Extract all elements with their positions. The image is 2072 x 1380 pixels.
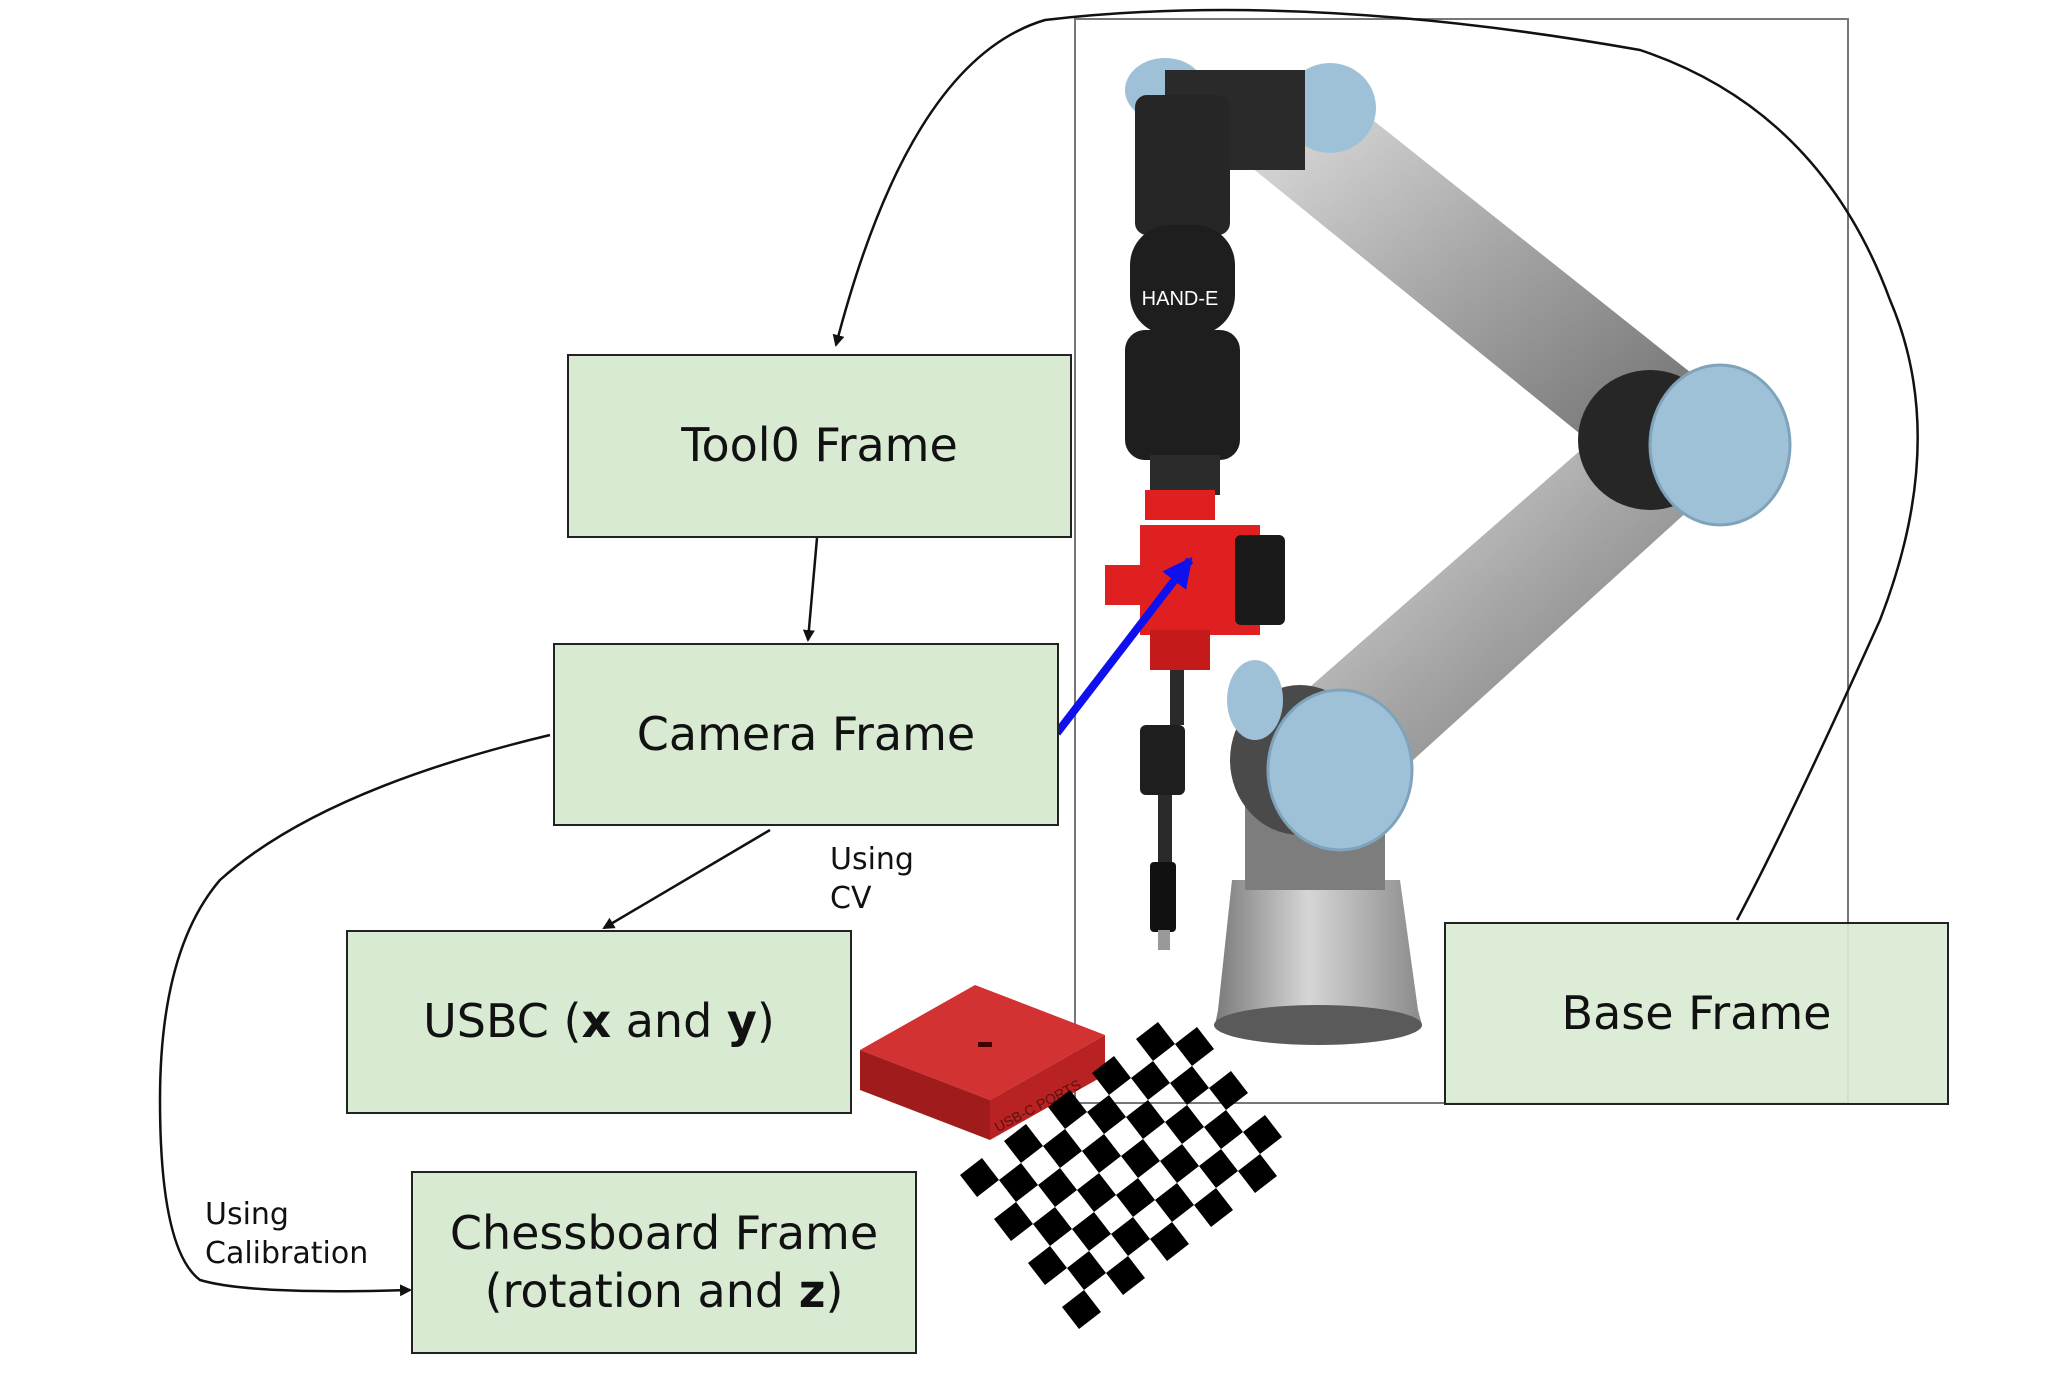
- chessboard-z: z: [798, 1263, 826, 1318]
- gripper: HAND-E: [1125, 95, 1240, 495]
- chessboard-square: [1004, 1124, 1043, 1163]
- chessboard: [960, 1022, 1282, 1329]
- chessboard-square: [1033, 1207, 1072, 1246]
- chessboard-square: [1150, 1222, 1189, 1261]
- using-calibration-line2: Calibration: [205, 1236, 369, 1271]
- chessboard-square: [1131, 1061, 1170, 1100]
- chessboard-frame-box: Chessboard Frame (rotation and z): [411, 1171, 917, 1354]
- using-cv-line2: CV: [830, 881, 872, 916]
- usbc-suffix: ): [756, 994, 775, 1049]
- chessboard-square: [1067, 1251, 1106, 1290]
- using-cv-label: Using CV: [830, 840, 914, 918]
- chessboard-square: [1116, 1178, 1155, 1217]
- chessboard-square: [1209, 1071, 1248, 1110]
- arrow-base-to-tool0: [832, 8, 1919, 921]
- chessboard-frame-label: Chessboard Frame (rotation and z): [450, 1205, 878, 1320]
- chessboard-square: [999, 1163, 1038, 1202]
- chessboard-square: [1121, 1139, 1160, 1178]
- chessboard-square: [1126, 1100, 1165, 1139]
- camera-mount: [1105, 490, 1285, 670]
- chessboard-square: [1170, 1066, 1209, 1105]
- base-frame-label: Base Frame: [1561, 985, 1832, 1040]
- chessboard-square: [1165, 1105, 1204, 1144]
- chessboard-square: [1199, 1149, 1238, 1188]
- usbc-box: USBC (x and y): [346, 930, 852, 1114]
- chessboard-square: [1136, 1022, 1175, 1061]
- chessboard-square: [1028, 1246, 1067, 1285]
- chessboard-square: [1077, 1173, 1116, 1212]
- chessboard-square: [1082, 1134, 1121, 1173]
- chessboard-square: [1238, 1154, 1277, 1193]
- chessboard-line1: Chessboard Frame: [449, 1206, 879, 1260]
- usbc-x: x: [581, 994, 612, 1049]
- connectors: [158, 8, 1919, 1297]
- using-calibration-label: Using Calibration: [205, 1195, 368, 1273]
- chessboard-square: [960, 1158, 999, 1197]
- chessboard-square: [1175, 1027, 1214, 1066]
- arrow-camera-to-usbc: [602, 828, 771, 930]
- gripper-brand-text: HAND-E: [1142, 288, 1219, 310]
- chessboard-square: [1038, 1168, 1077, 1207]
- chessboard-square: [1194, 1188, 1233, 1227]
- tool0-frame-label: Tool0 Frame: [681, 418, 958, 473]
- tool0-frame-box: Tool0 Frame: [567, 354, 1072, 538]
- chessboard-square: [1243, 1115, 1282, 1154]
- usbc-y: y: [726, 994, 757, 1049]
- arrow-camera-to-chessboard: [158, 733, 551, 1297]
- chessboard-square: [1062, 1290, 1101, 1329]
- usbc-prefix: USBC (: [423, 994, 582, 1049]
- chessboard-square: [1204, 1110, 1243, 1149]
- usbc-label: USBC (x and y): [423, 993, 775, 1051]
- chessboard-square: [1111, 1217, 1150, 1256]
- using-calibration-line1: Using: [205, 1197, 289, 1232]
- chessboard-square: [1092, 1056, 1131, 1095]
- chessboard-square: [1160, 1144, 1199, 1183]
- chessboard-square: [1106, 1256, 1145, 1295]
- chessboard-line2-prefix: (rotation and: [484, 1263, 799, 1318]
- usbc-cable: [1140, 670, 1185, 950]
- chessboard-square: [1087, 1095, 1126, 1134]
- base-frame-box: Base Frame: [1444, 922, 1949, 1105]
- chessboard-square: [994, 1202, 1033, 1241]
- arrow-tool0-to-camera: [802, 537, 819, 642]
- robot-upper-arm: [1230, 90, 1700, 450]
- arrow-camera-to-mount-blue: [1053, 556, 1194, 736]
- using-cv-line1: Using: [830, 842, 914, 877]
- robot-lower-arm: [1295, 420, 1700, 790]
- chessboard-square: [1048, 1090, 1087, 1129]
- usbc-and: and: [611, 994, 727, 1049]
- camera-frame-box: Camera Frame: [553, 643, 1059, 826]
- chessboard-square: [1072, 1212, 1111, 1251]
- chessboard-line2-suffix: ): [825, 1263, 844, 1318]
- camera-frame-label: Camera Frame: [636, 706, 976, 761]
- chessboard-square: [1043, 1129, 1082, 1168]
- chessboard-square: [1155, 1183, 1194, 1222]
